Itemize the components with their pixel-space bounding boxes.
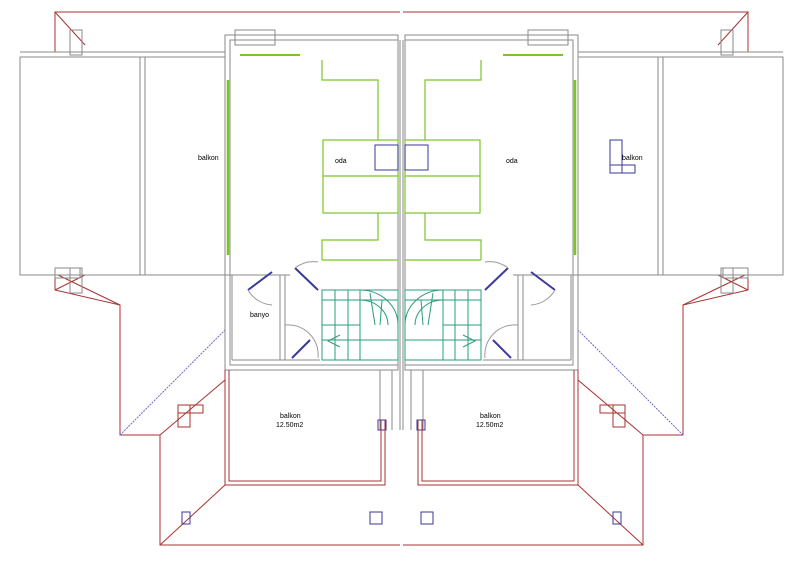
label-oda-left: oda — [335, 158, 347, 165]
label-oda-right: oda — [506, 158, 518, 165]
label-balkon-bottom-right: balkon — [480, 413, 501, 420]
label-balkon-left: balkon — [198, 155, 219, 162]
label-balkon-bottom-left: balkon — [280, 413, 301, 420]
right-balcony-fixture-base — [609, 164, 636, 174]
right-unit — [401, 10, 785, 547]
right-balcony-fixture — [609, 139, 623, 174]
label-banyo: banyo — [250, 312, 269, 319]
label-area-bottom-left: 12.50m2 — [276, 422, 303, 429]
label-balkon-right: balkon — [622, 155, 643, 162]
label-area-bottom-right: 12.50m2 — [476, 422, 503, 429]
left-unit — [18, 10, 402, 547]
